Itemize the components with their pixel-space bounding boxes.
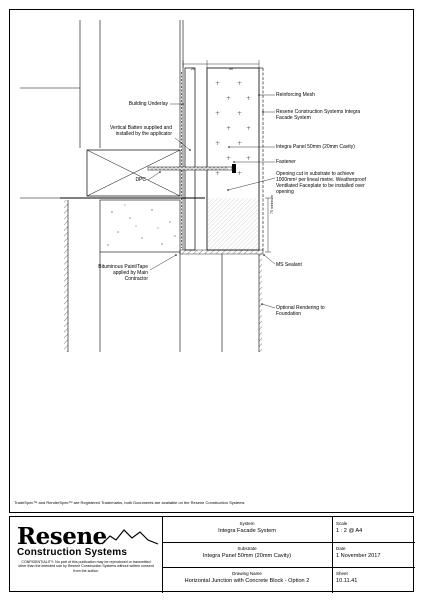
vertical-batten [184,67,196,251]
substrate-value: Integra Panel 50mm (20mm Cavity) [202,553,292,559]
label-opening-cut: Opening cut in substrate to achieve 1000… [276,171,366,195]
svg-text:+: + [215,110,220,117]
svg-text:+: + [246,95,251,102]
svg-text:+: + [226,155,231,162]
svg-text:+: + [215,140,220,147]
label-optional-rendering: Optional Rendering to Foundation [276,305,325,317]
label-building-underlay: Building Underlay [128,101,168,107]
title-block: Resene Construction Systems CONFIDENTIAL… [9,516,415,593]
foundation [179,200,264,352]
fastener [147,164,236,173]
svg-text:+: + [226,125,231,132]
label-bituminous: Bituminous Paint/Tape applied by Main Co… [98,264,148,282]
dim-top-a: 20 [191,67,195,71]
label-dpc: DPC [135,177,146,183]
sheet-caption: Sheet [336,571,348,576]
svg-text:+: + [215,80,220,87]
svg-text:+: + [246,125,251,132]
svg-text:+: + [237,110,242,117]
sheet-value: 10.11.41 [336,578,358,584]
label-ms-sealant: MS Sealant [276,262,302,268]
label-reinforcing-mesh: Reinforcing Mesh [276,92,315,98]
system-value: Integra Facade System [218,528,276,534]
svg-text:+: + [226,95,231,102]
top-dimension [182,60,260,68]
drawing-name-caption: Drawing Name [232,571,262,576]
scale-caption: Scale [336,521,348,526]
svg-text:+: + [237,140,242,147]
integra-panel: + + + + + + + + + + + + + + [206,67,264,252]
label-integra-panel: Integra Panel 50mm (20mm Cavity) [276,144,355,150]
bottom-plate [86,149,181,197]
svg-text:+: + [237,170,242,177]
drawing-frame [9,9,414,513]
svg-text:+: + [215,170,220,177]
date-caption: Date [336,546,346,551]
leader-lines [147,94,276,309]
svg-text:+: + [246,155,251,162]
dim-top-b: 50 [229,67,233,71]
drawing-name-value: Horizontal Junction with Concrete Block … [184,578,310,584]
confidentiality-note: CONFIDENTIALITY: No part of this publica… [18,560,154,573]
svg-text:+: + [237,80,242,87]
concrete-block [99,199,181,253]
label-fastener: Fastener [276,159,296,165]
scale-value: 1 : 2 @ A4 [336,528,363,534]
dim-side: 75 minimum [270,194,274,214]
label-resene-system: Resene Construction Systems Integra Faca… [276,109,361,121]
logo-roofline-icon [102,529,159,545]
date-value: 1 November 2017 [336,553,381,559]
logo-subtitle: Construction Systems [17,547,128,558]
trademark-note: TradeSpec™ and RenderSpec™ are Registere… [14,500,245,505]
lower-wall [20,197,101,352]
system-caption: System [239,521,255,526]
substrate-caption: Substrate [237,546,257,551]
resene-logo: Resene [17,523,107,550]
side-dimension [265,197,271,253]
label-vertical-batten: Vertical Batten supplied and installed b… [110,125,172,137]
